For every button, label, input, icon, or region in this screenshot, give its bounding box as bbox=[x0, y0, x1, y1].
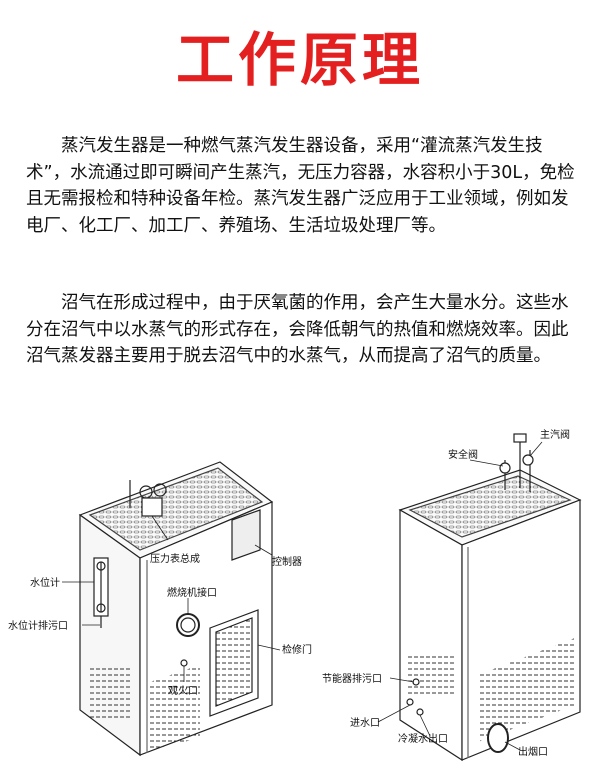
label-pressure-gauge: 压力表总成 bbox=[150, 552, 200, 565]
left-unit bbox=[78, 461, 274, 757]
label-economizer-drain: 节能器排污口 bbox=[322, 672, 382, 685]
label-safety-valve: 安全阀 bbox=[448, 448, 478, 461]
label-main-valve: 主汽阀 bbox=[540, 428, 570, 441]
label-burner-port: 燃烧机接口 bbox=[167, 586, 217, 599]
label-flue-outlet: 出烟口 bbox=[518, 745, 548, 758]
page-title: 工作原理 bbox=[175, 26, 424, 94]
steam-generator-diagram: 压力表总成 控制器 水位计 燃烧机接口 水位计排污口 检修门 观火口 bbox=[8, 428, 582, 762]
label-access-door: 检修门 bbox=[282, 643, 312, 656]
label-condensate-outlet: 冷凝水出口 bbox=[398, 732, 448, 745]
label-controller: 控制器 bbox=[272, 555, 302, 568]
intro-paragraph: 蒸汽发生器是一种燃气蒸汽发生器设备，采用“灌流蒸汽发生技术”，水流通过即可瞬间产… bbox=[26, 136, 575, 236]
label-water-gauge-drain: 水位计排污口 bbox=[8, 619, 68, 632]
biogas-paragraph: 沼气在形成过程中，由于厌氧菌的作用，会产生大量水分。这些水分在沼气中以水蒸气的形… bbox=[26, 293, 569, 366]
label-water-gauge: 水位计 bbox=[30, 576, 60, 589]
right-unit bbox=[398, 433, 582, 762]
label-sight-port: 观火口 bbox=[168, 685, 198, 697]
label-water-inlet: 进水口 bbox=[350, 717, 380, 729]
